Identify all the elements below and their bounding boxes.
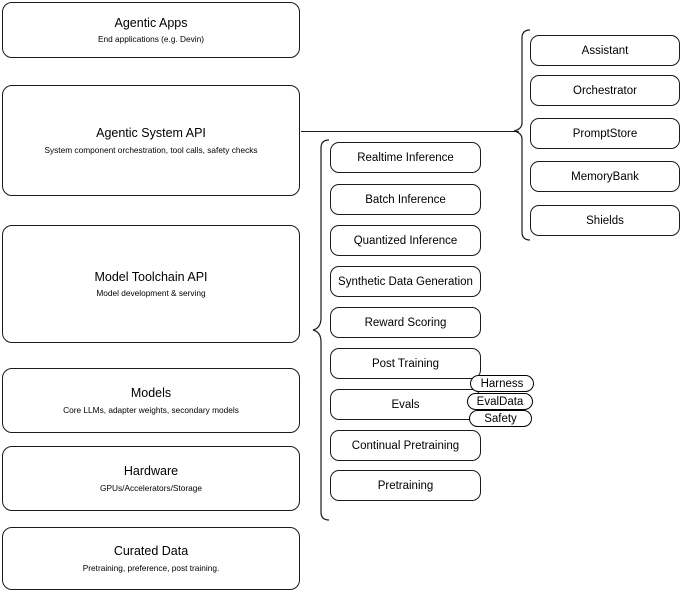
layer-title: Agentic Apps xyxy=(114,15,188,30)
component-label: Continual Pretraining xyxy=(351,439,460,452)
brace-toolchain xyxy=(312,139,330,521)
evals-subcomponent-safety[interactable]: Safety xyxy=(469,410,532,427)
component-box-pretraining[interactable]: Pretraining xyxy=(330,470,481,501)
component-label: Pretraining xyxy=(377,479,434,492)
system-component-label: MemoryBank xyxy=(571,170,639,183)
evals-subcomponent-harness[interactable]: Harness xyxy=(470,375,534,392)
layer-title: Curated Data xyxy=(113,544,189,558)
component-box-reward-scoring[interactable]: Reward Scoring xyxy=(330,307,481,338)
component-label: Synthetic Data Generation xyxy=(338,275,473,288)
component-label: Evals xyxy=(391,398,420,411)
component-label: Batch Inference xyxy=(365,193,446,206)
component-box-evals[interactable]: Evals xyxy=(330,389,481,420)
layer-subtitle: System component orchestration, tool cal… xyxy=(44,144,258,155)
component-box-realtime-inference[interactable]: Realtime Inference xyxy=(330,142,481,173)
system-component-label: Shields xyxy=(586,214,624,227)
brace-system-components xyxy=(513,29,531,241)
component-label: Post Training xyxy=(371,357,440,370)
layer-subtitle: Pretraining, preference, post training. xyxy=(82,562,220,573)
component-box-continual-pretraining[interactable]: Continual Pretraining xyxy=(330,430,481,461)
system-component-box-assistant[interactable]: Assistant xyxy=(530,35,680,66)
layer-box-curated-data[interactable]: Curated Data Pretraining, preference, po… xyxy=(2,527,300,590)
evals-subcomponent-evaldata[interactable]: EvalData xyxy=(467,393,533,410)
component-box-quantized-inference[interactable]: Quantized Inference xyxy=(330,225,481,256)
layer-subtitle: Core LLMs, adapter weights, secondary mo… xyxy=(63,404,239,415)
layer-subtitle: Model development & serving xyxy=(96,288,206,299)
component-label: Reward Scoring xyxy=(364,316,447,329)
component-box-synthetic-data-generation[interactable]: Synthetic Data Generation xyxy=(330,266,481,297)
layer-title: Agentic System API xyxy=(96,126,206,140)
system-component-label: Assistant xyxy=(581,44,629,57)
component-box-post-training[interactable]: Post Training xyxy=(330,348,481,379)
layer-box-model-toolchain-api[interactable]: Model Toolchain API Model development & … xyxy=(2,225,300,343)
layer-box-hardware[interactable]: Hardware GPUs/Accelerators/Storage xyxy=(2,446,300,511)
component-label: Realtime Inference xyxy=(357,151,454,164)
layer-title: Model Toolchain API xyxy=(94,269,208,284)
evals-subcomponent-label: Safety xyxy=(484,412,517,425)
system-component-box-promptstore[interactable]: PromptStore xyxy=(530,118,680,149)
component-box-batch-inference[interactable]: Batch Inference xyxy=(330,184,481,215)
evals-subcomponent-label: EvalData xyxy=(476,395,524,408)
system-component-label: Orchestrator xyxy=(573,84,637,97)
connector-system-api-to-components xyxy=(301,130,519,132)
system-component-box-orchestrator[interactable]: Orchestrator xyxy=(530,75,680,106)
layer-box-models[interactable]: Models Core LLMs, adapter weights, secon… xyxy=(2,368,300,433)
layer-subtitle: GPUs/Accelerators/Storage xyxy=(100,482,202,493)
system-component-label: PromptStore xyxy=(572,127,638,140)
component-label: Quantized Inference xyxy=(353,234,458,247)
layer-box-agentic-system-api[interactable]: Agentic System API System component orch… xyxy=(2,85,300,196)
evals-subcomponent-label: Harness xyxy=(480,377,524,390)
layer-title: Hardware xyxy=(123,464,179,478)
layer-title: Models xyxy=(130,386,172,400)
system-component-box-memorybank[interactable]: MemoryBank xyxy=(530,161,680,192)
layer-box-agentic-apps[interactable]: Agentic Apps End applications (e.g. Devi… xyxy=(2,2,300,58)
system-component-box-shields[interactable]: Shields xyxy=(530,205,680,236)
layer-subtitle: End applications (e.g. Devin) xyxy=(97,34,205,45)
